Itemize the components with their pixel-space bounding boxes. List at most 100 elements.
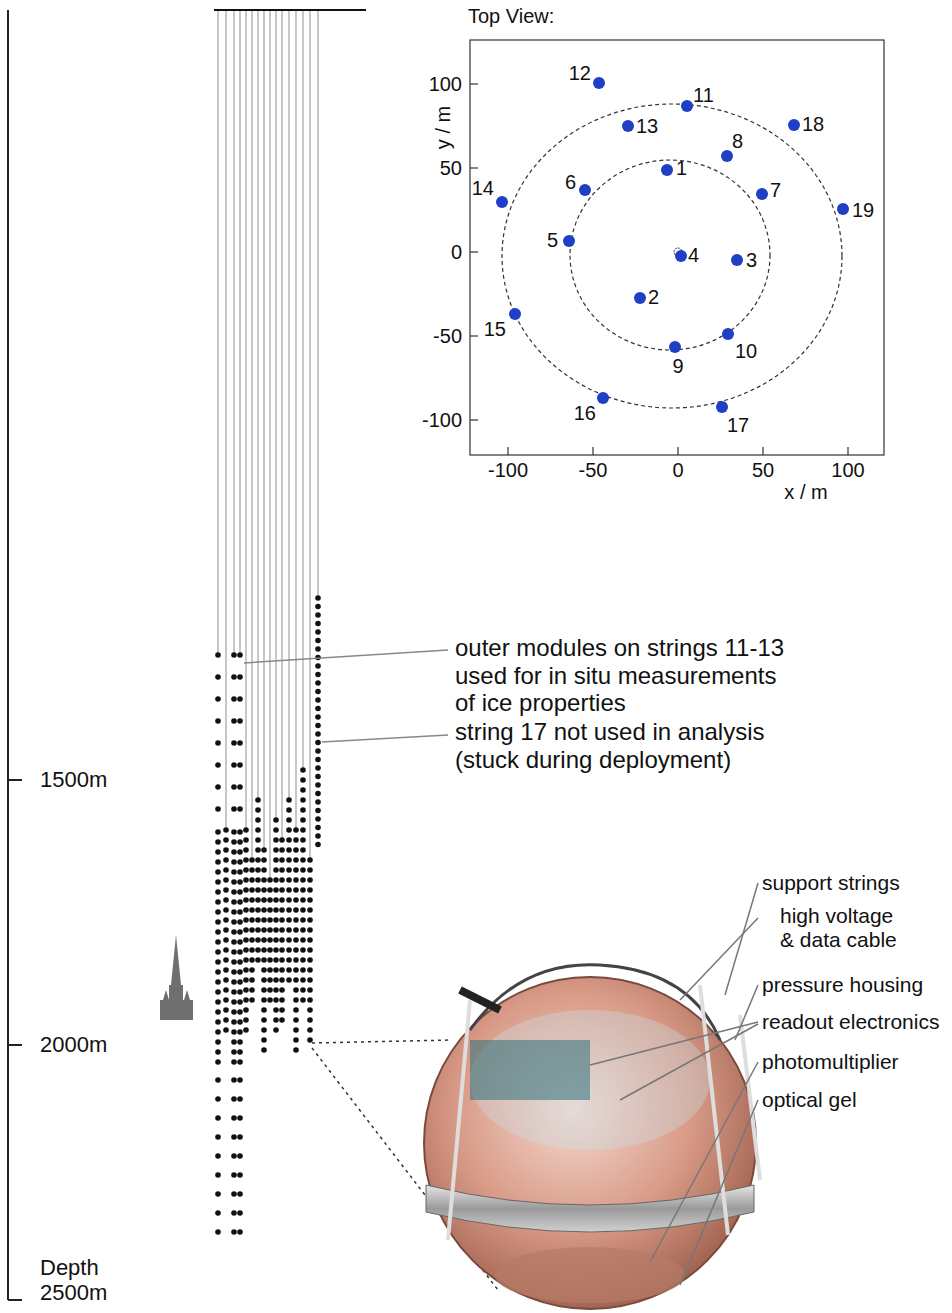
module-dot xyxy=(261,857,267,863)
module-dot xyxy=(300,817,306,823)
module-dot xyxy=(215,1049,221,1055)
module-dot xyxy=(255,947,261,953)
module-dot xyxy=(315,638,321,644)
module-dot xyxy=(215,718,221,724)
module-dot xyxy=(279,877,285,883)
module-dot xyxy=(279,857,285,863)
module-dot xyxy=(315,680,321,686)
module-dot xyxy=(249,897,255,903)
module-dot xyxy=(215,652,221,658)
photomultiplier-shape xyxy=(495,1247,685,1303)
module-dot xyxy=(231,899,237,905)
module-dot xyxy=(237,1039,243,1045)
module-dot xyxy=(286,807,292,813)
module-dot xyxy=(243,1007,249,1013)
module-dot xyxy=(231,979,237,985)
module-dot xyxy=(237,979,243,985)
module-dot xyxy=(237,1115,243,1121)
module-dot xyxy=(315,706,321,712)
module-dot xyxy=(255,957,261,963)
module-dot xyxy=(249,957,255,963)
module-dot xyxy=(215,1210,221,1216)
module-dot xyxy=(273,817,279,823)
module-dot xyxy=(231,859,237,865)
module-dot xyxy=(249,927,255,933)
module-dot xyxy=(273,987,279,993)
module-dot xyxy=(300,917,306,923)
module-dot xyxy=(215,1019,221,1025)
module-dot xyxy=(273,1027,279,1033)
module-dot xyxy=(215,1115,221,1121)
module-dot xyxy=(300,847,306,853)
string-number: 15 xyxy=(484,318,506,341)
module-dot xyxy=(215,740,221,746)
module-dot xyxy=(243,897,249,903)
module-dot xyxy=(300,877,306,883)
string-cable xyxy=(275,11,276,820)
module-dot xyxy=(249,877,255,883)
plot-frame xyxy=(470,40,884,455)
tick xyxy=(847,447,848,455)
module-dot xyxy=(261,897,267,903)
string-cable xyxy=(233,11,234,655)
module-dot xyxy=(215,929,221,935)
string-cable xyxy=(217,11,218,655)
module-dot xyxy=(300,797,306,803)
string-number: 4 xyxy=(688,244,699,267)
leader-line xyxy=(620,1024,758,1100)
module-dot xyxy=(215,1039,221,1045)
module-dot xyxy=(237,839,243,845)
module-dot xyxy=(293,1017,299,1023)
module-dot xyxy=(215,859,221,865)
module-dot xyxy=(261,1047,267,1053)
module-dot xyxy=(315,672,321,678)
module-dot xyxy=(237,806,243,812)
module-dot xyxy=(273,967,279,973)
module-dot xyxy=(300,987,306,993)
module-dot xyxy=(243,987,249,993)
module-dot xyxy=(231,949,237,955)
axis-tick: 100 xyxy=(429,73,462,96)
module-dot xyxy=(286,857,292,863)
module-dot xyxy=(237,1096,243,1102)
tick xyxy=(470,251,478,252)
module-dot xyxy=(249,937,255,943)
module-dot xyxy=(267,957,273,963)
zoom-line xyxy=(312,1040,452,1043)
module-dot xyxy=(215,696,221,702)
module-dot xyxy=(307,907,313,913)
module-dot xyxy=(237,969,243,975)
module-dot xyxy=(293,837,299,843)
module-dot xyxy=(215,784,221,790)
module-dot xyxy=(255,917,261,923)
module-dot xyxy=(286,977,292,983)
module-dot xyxy=(261,867,267,873)
module-dot xyxy=(243,837,249,843)
module-dot xyxy=(223,1007,229,1013)
module-dot xyxy=(215,869,221,875)
string-position xyxy=(756,188,768,200)
module-dot xyxy=(293,877,299,883)
leader-line xyxy=(590,1022,758,1065)
depth-label: 1500m xyxy=(40,767,107,792)
module-dot xyxy=(255,847,261,853)
module-dot xyxy=(215,762,221,768)
module-dot xyxy=(223,917,229,923)
module-dot xyxy=(267,977,273,983)
string-position xyxy=(675,250,687,262)
module-dot xyxy=(300,907,306,913)
module-dot xyxy=(249,997,255,1003)
module-dot xyxy=(293,917,299,923)
depth-label: 2000m xyxy=(40,1032,107,1057)
string-position xyxy=(716,401,728,413)
module-dot xyxy=(231,1029,237,1035)
module-dot xyxy=(215,879,221,885)
module-dot xyxy=(286,877,292,883)
module-dot xyxy=(261,907,267,913)
nave xyxy=(160,1000,193,1020)
module-dot xyxy=(243,827,249,833)
leader-line xyxy=(244,650,448,663)
module-dot xyxy=(223,967,229,973)
module-dot xyxy=(237,909,243,915)
